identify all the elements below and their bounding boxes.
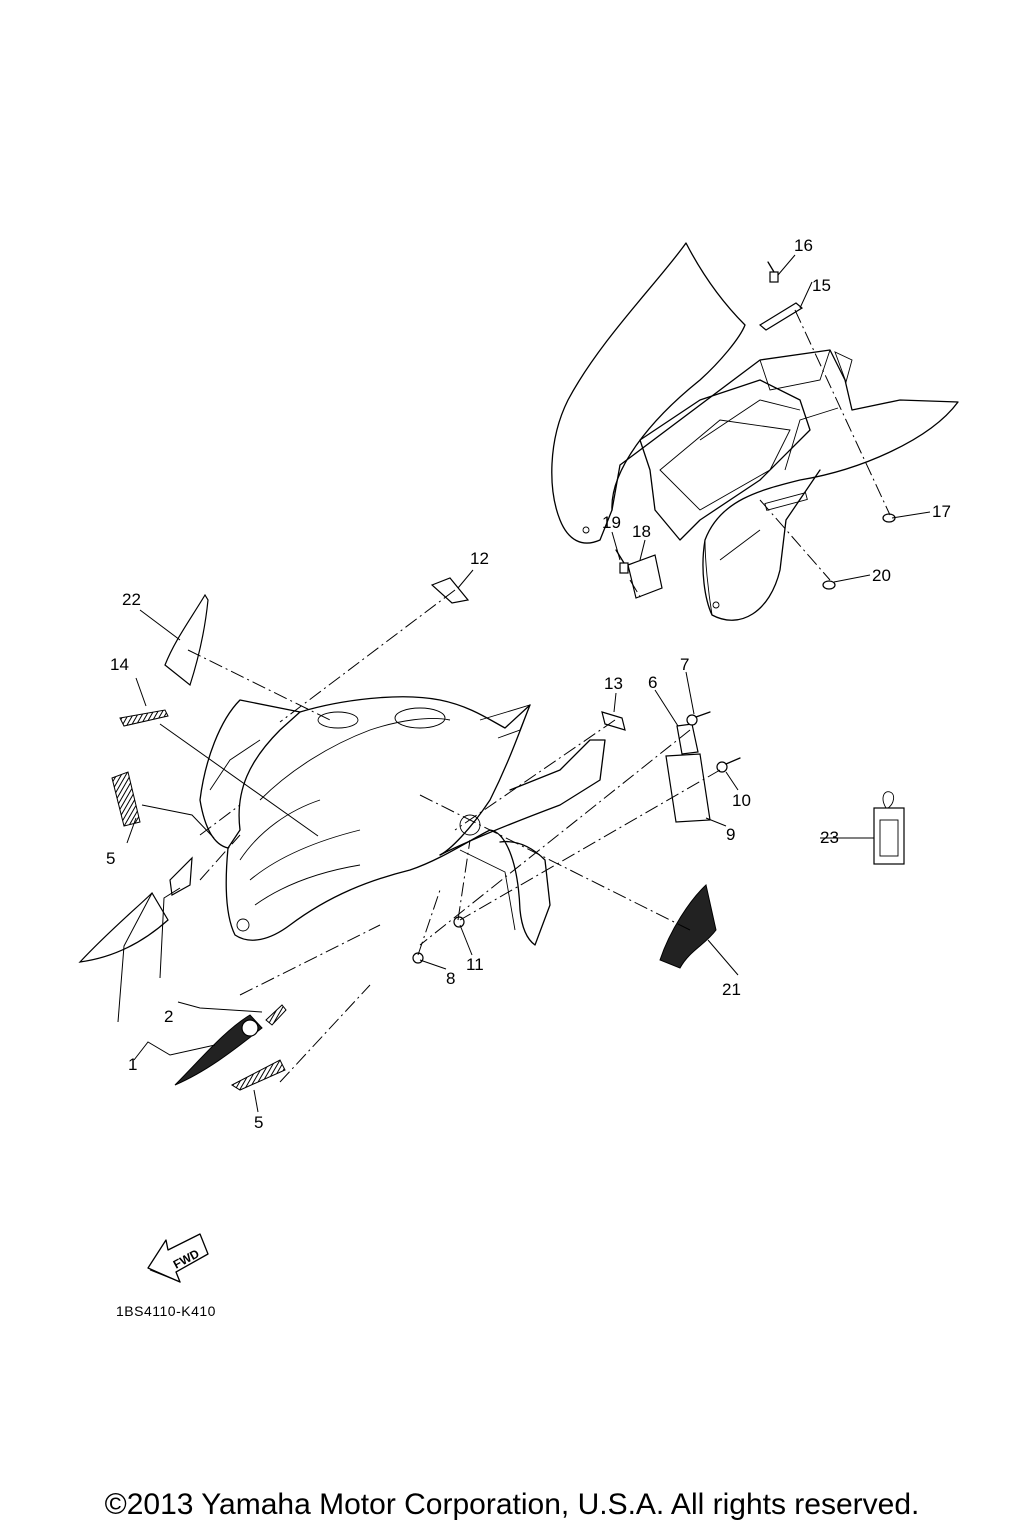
label-8: 8: [446, 969, 455, 988]
assembly-centerlines: [187, 309, 891, 1083]
label-22: 22: [122, 590, 141, 609]
label-9: 9: [726, 825, 735, 844]
label-10: 10: [732, 791, 751, 810]
fwd-arrow-icon: FWD: [147, 1233, 209, 1283]
part-6-plate: [676, 723, 699, 755]
part-5-upper-decal: [111, 771, 141, 827]
part-15-label: [758, 302, 804, 331]
part-2-tab: [169, 856, 193, 896]
part-1-decal: [174, 1014, 263, 1086]
label-18: 18: [632, 522, 651, 541]
part-1-side-panel: [78, 892, 169, 963]
label-19: 19: [602, 513, 621, 532]
label-20: 20: [872, 566, 891, 585]
rear-fender: [551, 242, 959, 621]
label-15: 15: [812, 276, 831, 295]
front-fender: [199, 696, 606, 946]
part-23-tag: [873, 791, 905, 865]
label-5-upper: 5: [106, 849, 115, 868]
label-14: 14: [110, 655, 129, 674]
part-7-screw: [686, 711, 711, 726]
leader-lines: [117, 254, 931, 1113]
label-11: 11: [466, 955, 484, 974]
label-21: 21: [722, 980, 741, 999]
part-14-emblem: [119, 709, 169, 727]
label-1: 1: [128, 1055, 137, 1074]
label-13: 13: [604, 674, 623, 693]
yamaha-emblem-icon: [241, 1019, 259, 1037]
label-17: 17: [932, 502, 951, 521]
label-2: 2: [164, 1007, 173, 1026]
fwd-label: FWD: [171, 1246, 202, 1271]
label-7: 7: [680, 655, 689, 674]
label-23: 23: [820, 828, 839, 847]
part-16-clip: [767, 261, 779, 283]
part-labels: 1 2 5 5 6 7 8 9 10 11 12 13 14 15 16 17 …: [106, 236, 951, 1132]
part-18-label: [627, 554, 663, 599]
label-5-lower: 5: [254, 1113, 263, 1132]
label-16: 16: [794, 236, 813, 255]
part-21-decal: [659, 884, 717, 969]
label-12: 12: [470, 549, 489, 568]
part-5-lower-decal: [230, 1059, 286, 1091]
part-10-screw: [716, 757, 741, 773]
label-6: 6: [648, 673, 657, 692]
copyright-notice: ©2013 Yamaha Motor Corporation, U.S.A. A…: [104, 1488, 920, 1521]
part-2-decal: [265, 1004, 287, 1026]
part-22-decal: [164, 593, 209, 687]
part-20-washer: [822, 580, 836, 590]
drawing-code: 1BS4110-K410: [116, 1303, 216, 1319]
